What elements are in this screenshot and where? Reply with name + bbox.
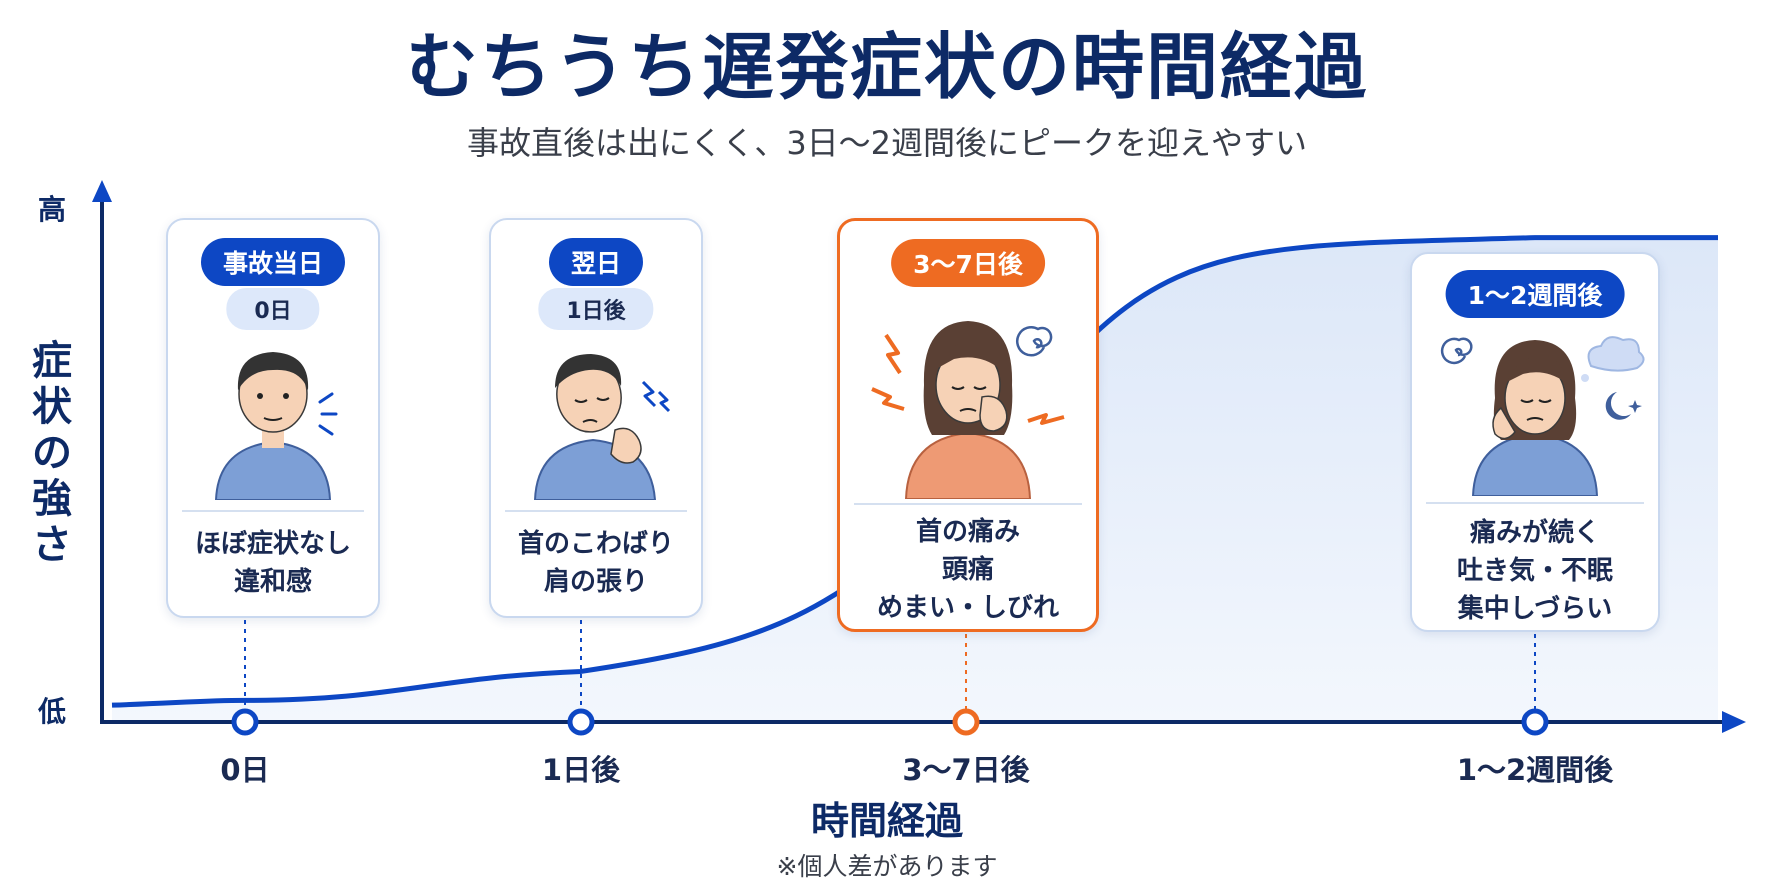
y-axis-label-char: の [32,430,72,476]
page-subtitle: 事故直後は出にくく、3日〜2週間後にピークを迎えやすい [466,124,1308,162]
stage-card-day0: 事故当日 0日 ほぼ症状なし 違和感 [166,218,380,618]
stage-description: 首の痛み 頭痛 めまい・しびれ [840,513,1096,627]
page-title: むちうち遅発症状の時間経過 [405,25,1368,109]
stage-tag: 翌日 [548,238,644,286]
y-axis-label-char: 症 [32,338,72,384]
stage-card-day1: 翌日 1日後 首のこわばり 肩の張り [489,218,703,618]
woman-neck-pain-icon [871,321,1065,499]
man-neck-stiff-icon [533,354,671,500]
stage-desc-line: 頭痛 [941,555,994,585]
stage-desc-line: ほぼ症状なし [194,529,351,559]
stage-desc-line: 痛みが続く [1469,518,1600,548]
woman-fatigue-icon [1440,336,1645,496]
y-axis-label-char: さ [32,522,72,568]
stage-tag: 事故当日 [200,238,346,286]
footnote: ※個人差があります [776,852,998,881]
x-tick-label: 1〜2週間後 [1456,753,1614,787]
x-tick-label: 1日後 [541,753,621,787]
stage-desc-line: 肩の張り [543,567,648,597]
stage-tag: 1〜2週間後 [1445,270,1625,318]
stage-desc-line: 集中しづらい [1457,594,1613,624]
x-tick-label: 3〜7日後 [902,753,1030,787]
card-divider [854,503,1082,505]
stage-desc-line: 首のこわばり [517,529,674,559]
stage-subtag: 1日後 [538,288,654,330]
card-divider [1426,502,1644,504]
y-axis-arrow [92,180,112,202]
x-tick-label: 0日 [220,753,270,787]
y-axis-low-label: 低 [38,695,67,728]
stage-tag: 3〜7日後 [891,239,1045,287]
y-axis-high-label: 高 [38,193,67,226]
stage-desc-line: 首の痛み [915,517,1020,547]
symptom-area [112,237,1718,720]
stage-description: 痛みが続く 吐き気・不眠 集中しづらい [1412,514,1658,628]
y-axis-label: 症 状 の 強 さ [24,338,80,568]
x-axis-arrow [1722,711,1746,733]
stage-subtag: 0日 [226,288,320,330]
y-axis-label-char: 状 [32,384,72,430]
stage-card-day3-7: 3〜7日後 首の痛み 頭痛 めまい・しびれ [837,218,1099,632]
man-neck-strain-icon [214,352,338,500]
symptom-curve [111,235,1718,708]
card-divider [505,510,687,512]
time-marker-3 [1521,708,1549,736]
stage-card-week1-2: 1〜2週間後 痛みが続く 吐き気・不眠 集中しづらい [1410,252,1660,632]
stage-desc-line: 違和感 [233,567,312,597]
time-marker-0 [231,708,259,736]
x-axis-label: 時間経過 [810,799,963,843]
stage-description: 首のこわばり 肩の張り [491,525,701,601]
time-marker-1 [567,708,595,736]
stage-desc-line: 吐き気・不眠 [1456,556,1613,586]
time-marker-2 [952,708,980,736]
y-axis-label-char: 強 [32,476,72,522]
stage-description: ほぼ症状なし 違和感 [168,525,378,601]
stage-desc-line: めまい・しびれ [876,593,1059,623]
card-divider [182,510,364,512]
